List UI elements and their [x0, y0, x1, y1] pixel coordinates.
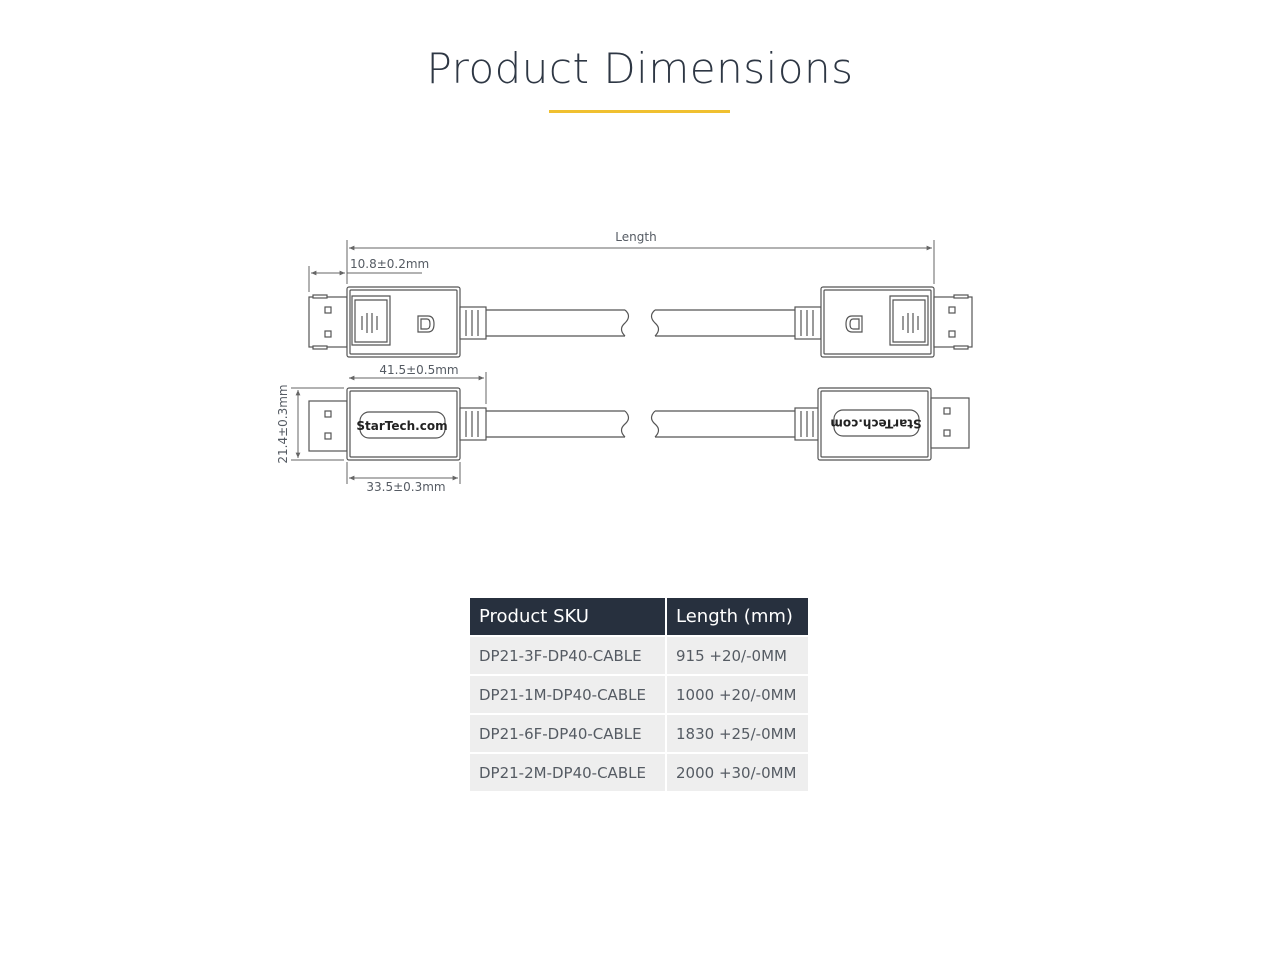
table-row: DP21-3F-DP40-CABLE 915 +20/-0MM: [470, 637, 808, 674]
side-left-connector: [308, 387, 487, 461]
startech-logo-flipped: StarTech.com: [830, 417, 921, 431]
cell-sku: DP21-6F-DP40-CABLE: [470, 715, 665, 752]
table-row: DP21-6F-DP40-CABLE 1830 +25/-0MM: [470, 715, 808, 752]
top-right-connector: [794, 286, 973, 358]
header-product-sku: Product SKU: [470, 598, 665, 635]
dim-height-label: 21.4±0.3mm: [276, 384, 290, 463]
table-row: DP21-2M-DP40-CABLE 2000 +30/-0MM: [470, 754, 808, 791]
side-right-connector: [794, 387, 970, 461]
dim-body-label: 33.5±0.3mm: [366, 480, 445, 494]
cell-length: 1000 +20/-0MM: [667, 676, 808, 713]
cell-length: 915 +20/-0MM: [667, 637, 808, 674]
table-header-row: Product SKU Length (mm): [470, 598, 808, 635]
displayport-logo-icon: [417, 315, 435, 333]
page-title: Product Dimensions: [426, 44, 854, 93]
length-label: Length: [615, 230, 656, 244]
title-underline: [549, 110, 730, 113]
top-left-connector: [308, 286, 487, 358]
dim-length-label: 41.5±0.5mm: [379, 363, 458, 377]
cell-length: 1830 +25/-0MM: [667, 715, 808, 752]
sku-table: Product SKU Length (mm) DP21-3F-DP40-CAB…: [468, 596, 810, 793]
startech-logo: StarTech.com: [356, 419, 447, 433]
cell-length: 2000 +30/-0MM: [667, 754, 808, 791]
cell-sku: DP21-3F-DP40-CABLE: [470, 637, 665, 674]
cell-sku: DP21-1M-DP40-CABLE: [470, 676, 665, 713]
table-row: DP21-1M-DP40-CABLE 1000 +20/-0MM: [470, 676, 808, 713]
header-length: Length (mm): [667, 598, 808, 635]
dim-tip-label: 10.8±0.2mm: [350, 257, 429, 271]
cell-sku: DP21-2M-DP40-CABLE: [470, 754, 665, 791]
